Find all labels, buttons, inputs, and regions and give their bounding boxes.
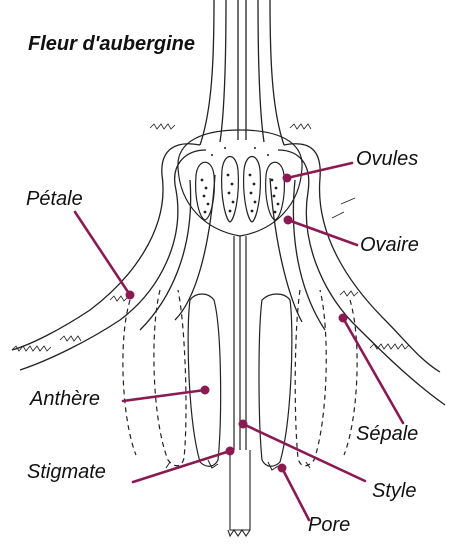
leader-stigmate: [133, 451, 230, 482]
dot-petale: [126, 291, 135, 300]
dot-anthere: [201, 386, 210, 395]
style-base: [228, 450, 250, 536]
label-sepale: Sépale: [356, 423, 418, 446]
label-anthere: Anthère: [30, 388, 100, 411]
leader-anthere: [123, 390, 205, 401]
style-column: [234, 236, 246, 450]
label-pore: Pore: [308, 514, 350, 537]
dot-pore: [278, 464, 287, 473]
leader-petale: [75, 212, 130, 295]
calyx-left: [12, 144, 215, 370]
label-ovaire: Ovaire: [360, 234, 419, 257]
label-style: Style: [372, 480, 416, 503]
label-stigmate: Stigmate: [27, 461, 106, 484]
dot-ovules: [283, 174, 292, 183]
leader-sepale: [343, 318, 403, 423]
dot-ovaire: [284, 216, 293, 225]
leader-pore: [282, 468, 309, 520]
hairs: [12, 124, 409, 351]
label-petale: Pétale: [26, 188, 83, 211]
dot-sepale: [339, 314, 348, 323]
leader-lines: [75, 163, 403, 520]
leader-ovaire: [288, 220, 357, 245]
diagram-title: Fleur d'aubergine: [28, 33, 195, 56]
label-ovules: Ovules: [356, 148, 418, 171]
ovary: [178, 130, 302, 236]
stem: [200, 0, 284, 145]
dot-style: [239, 420, 248, 429]
dot-stigmate: [226, 447, 235, 456]
